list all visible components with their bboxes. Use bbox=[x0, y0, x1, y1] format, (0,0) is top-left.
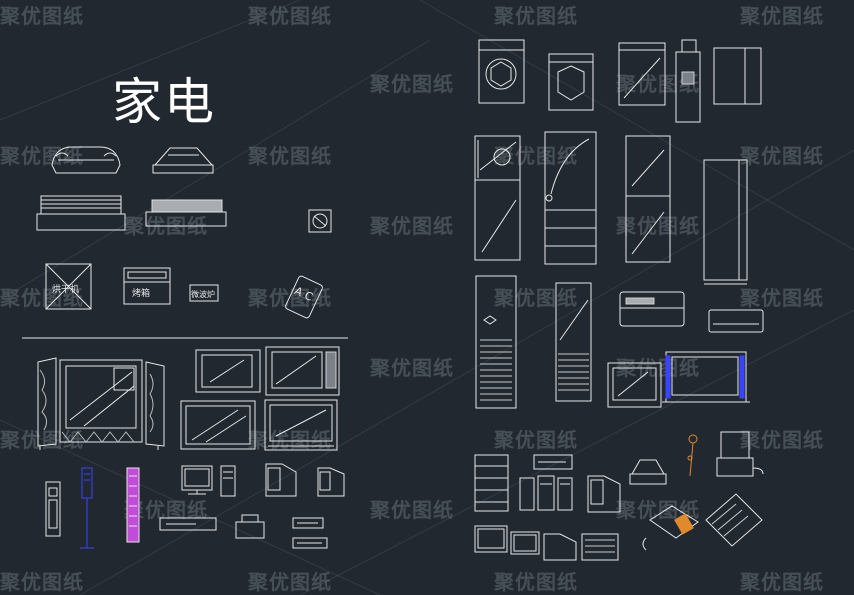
dryer-appliance bbox=[618, 42, 666, 106]
printer-1 bbox=[235, 514, 265, 539]
pc-towers-group bbox=[519, 475, 573, 511]
fridge-4 bbox=[703, 159, 748, 285]
speaker-tall bbox=[45, 481, 61, 537]
desktop-monitors-row bbox=[474, 525, 619, 561]
sofa-symbol bbox=[51, 146, 121, 174]
flat-tv-2 bbox=[264, 399, 338, 451]
fridge-3 bbox=[625, 135, 671, 263]
wall-ac-1 bbox=[619, 291, 685, 327]
oven-label: 烤箱 bbox=[132, 287, 150, 299]
dvd-player-1 bbox=[159, 517, 217, 531]
scanner-angled bbox=[705, 493, 763, 547]
flat-tv-1 bbox=[180, 400, 256, 450]
pc-tower-1 bbox=[220, 465, 236, 497]
range-hood bbox=[145, 199, 227, 227]
floor-ac-1 bbox=[475, 275, 517, 409]
av-receiver-stack bbox=[292, 517, 328, 549]
wall-ac-2 bbox=[708, 309, 764, 333]
dryer-symbol bbox=[45, 263, 92, 310]
home-theater-symbol bbox=[37, 357, 165, 450]
washing-machine-1 bbox=[478, 39, 525, 104]
magenta-speaker bbox=[126, 467, 140, 543]
dryer-label: 烘干机 bbox=[52, 283, 79, 295]
blue-floor-speaker bbox=[80, 467, 94, 549]
dishwasher-left bbox=[36, 195, 126, 231]
fridge-2 bbox=[544, 131, 597, 265]
ac-remote-symbol bbox=[285, 275, 323, 319]
widescreen-tv-right bbox=[662, 351, 750, 403]
ac-remote-label: A C bbox=[292, 284, 315, 304]
printer-right bbox=[629, 459, 667, 485]
fridge-1 bbox=[474, 135, 521, 261]
vcr-unit bbox=[533, 454, 573, 470]
floor-ac-2 bbox=[555, 282, 592, 402]
fax-machine bbox=[716, 431, 764, 477]
crt-monitor-right bbox=[587, 475, 621, 513]
oven-symbol bbox=[123, 267, 171, 305]
fan-icon bbox=[308, 209, 332, 233]
bed-symbol bbox=[152, 147, 214, 174]
crt-monitor-side-2 bbox=[317, 467, 345, 497]
laptop-open bbox=[642, 505, 699, 551]
crt-tv-1 bbox=[195, 349, 261, 393]
crt-tv-right-1 bbox=[607, 362, 662, 408]
crt-monitor-side-1 bbox=[265, 463, 297, 497]
water-dispenser bbox=[675, 39, 701, 123]
microwave-symbol bbox=[189, 284, 219, 302]
page-title: 家电 bbox=[112, 73, 216, 131]
washing-machine-2 bbox=[548, 53, 594, 111]
lamp-icon bbox=[687, 434, 698, 477]
hifi-rack bbox=[474, 454, 509, 512]
microwave-label: 微波炉 bbox=[191, 289, 215, 299]
cabinet-appliance bbox=[713, 47, 762, 105]
crt-tv-2 bbox=[265, 346, 340, 396]
monitor-1 bbox=[181, 465, 213, 495]
